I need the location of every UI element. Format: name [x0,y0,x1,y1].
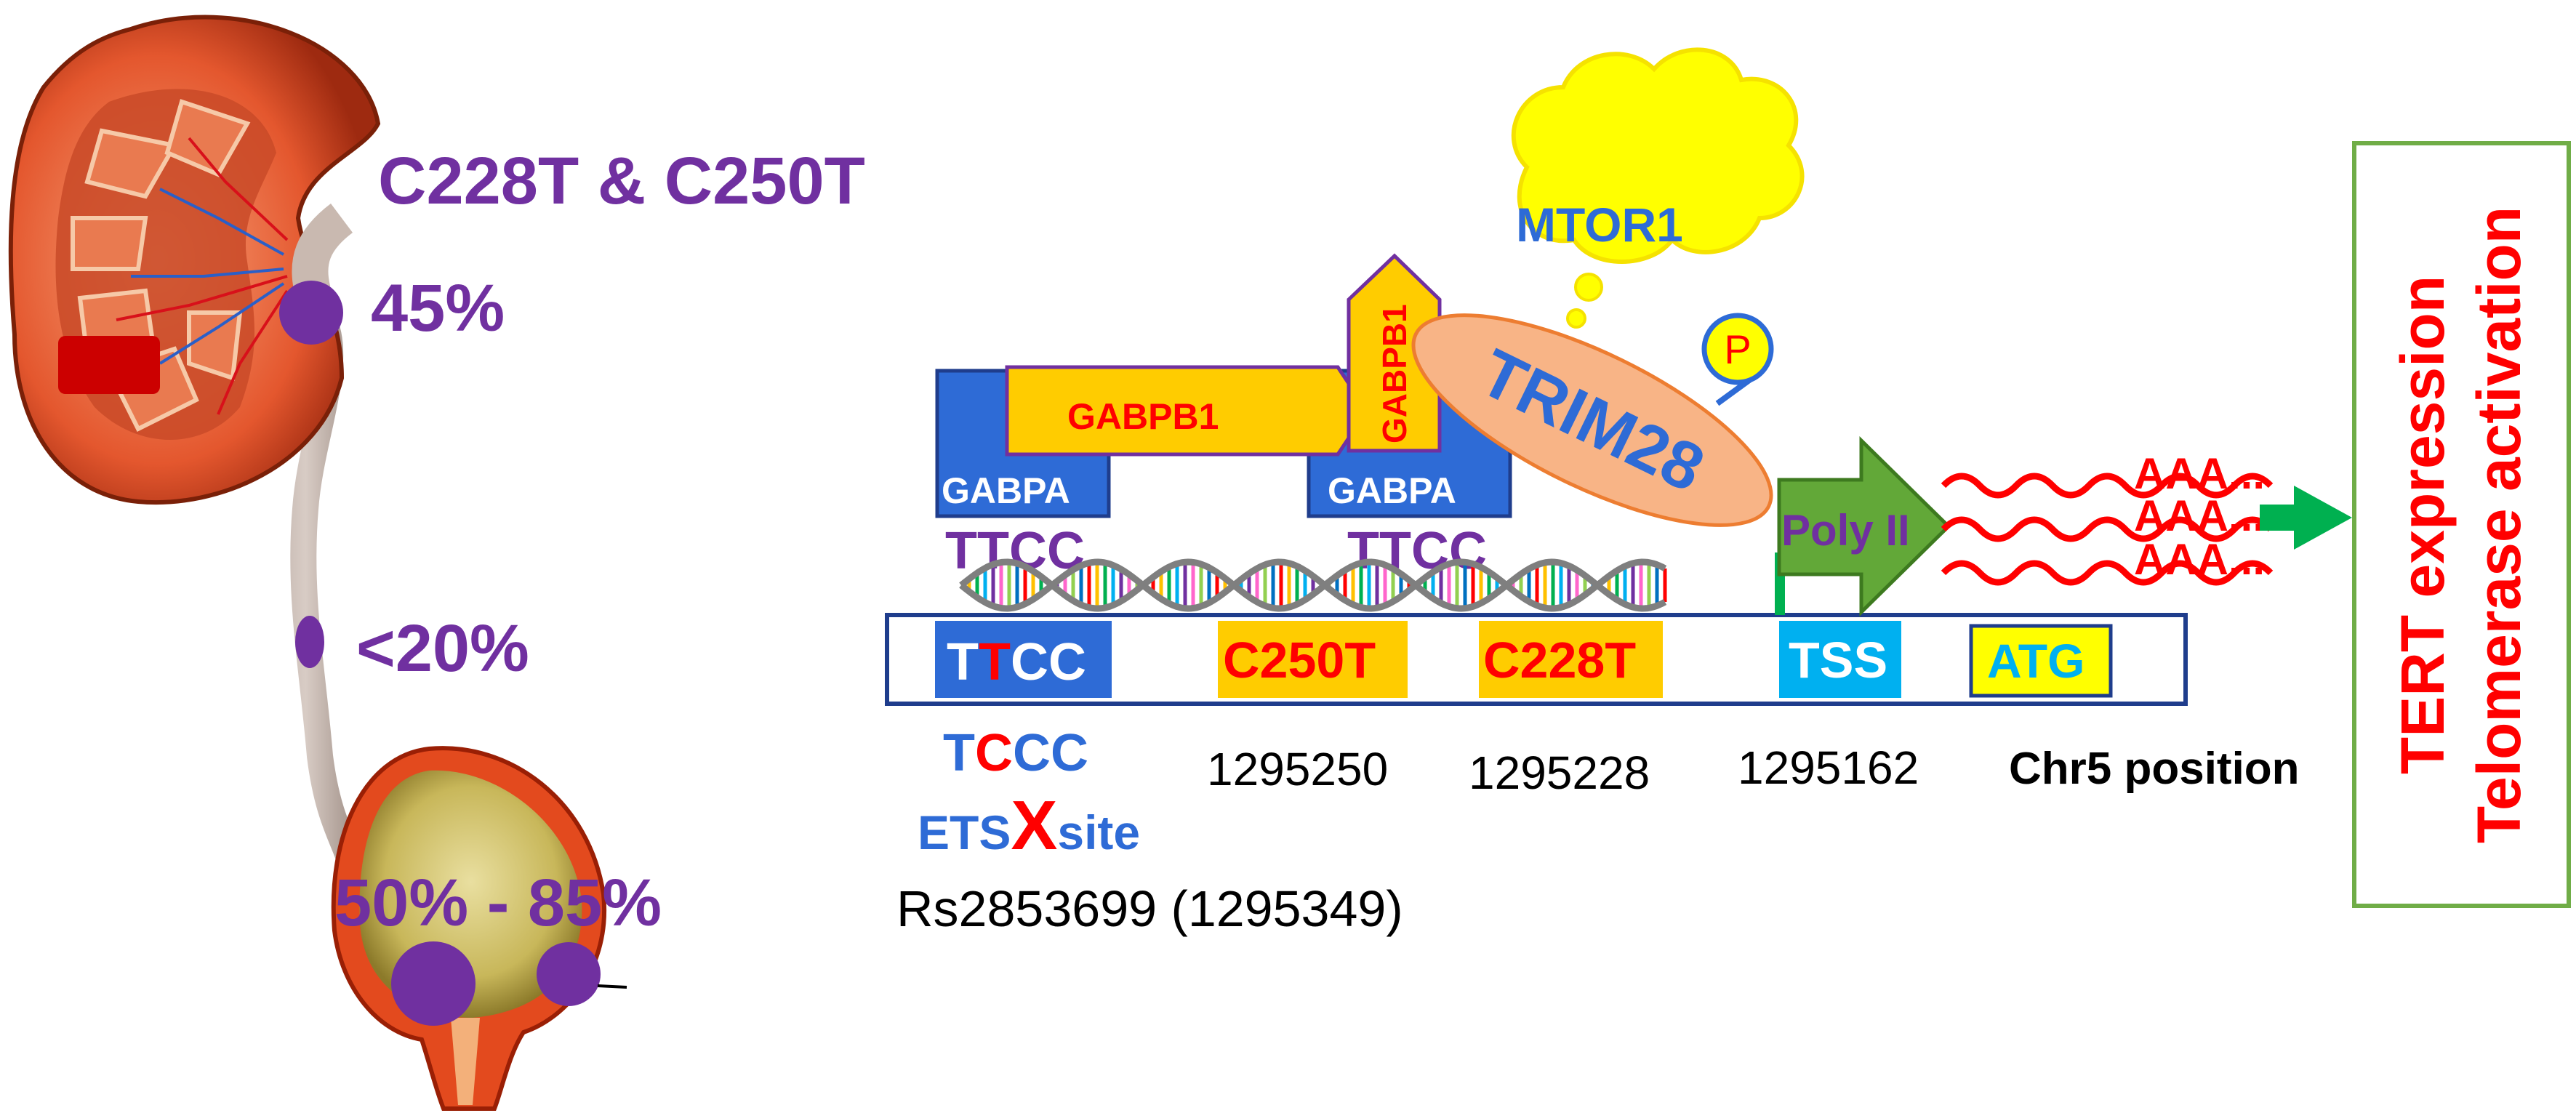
bladder-percentage: 50% - 85% [334,866,662,940]
chr5-position-label: Chr5 position [2009,744,2300,794]
dna-double-helix [959,558,1667,612]
rs-snp-label: Rs2853699 (1295349) [896,880,1403,937]
ureter-percentage: <20% [356,611,529,686]
kidney-marker-dot [279,281,343,345]
tss-label: TSS [1789,632,1887,688]
ets-site-label: ETSXsite [918,787,1140,864]
tumor-block [58,336,160,394]
urinary-tract-illustration [8,15,627,1111]
pol2-label: Poly II [1781,506,1910,555]
polya-tail-3: AAA... [2134,535,2265,584]
atg-label: ATG [1987,634,2085,688]
telomerase-activation-text: Telomerase activation [2465,206,2533,843]
kidney [8,15,381,505]
gabpb1-horizontal-arrow: GABPB1 [1005,365,1370,457]
position-tss: 1295162 [1738,742,1919,794]
c228t-label: C228T [1483,632,1636,688]
position-c228t: 1295228 [1469,747,1650,799]
tss-box [1779,621,1901,698]
snp-allele-tccc: TCCC [943,724,1088,782]
kidney-mutation-header: C228T & C250T [378,144,865,218]
bladder-marker-dot-small [537,942,601,1006]
phosphate-label: P [1724,326,1751,372]
bladder-marker-dot-large [391,941,476,1026]
gabpb1-vertical-label: GABPB1 [1376,304,1413,443]
dna-strand-1 [959,558,1667,612]
kidney-percentage: 45% [371,271,505,345]
mrna-transcripts: AAA... AAA... AAA... [1941,449,2274,586]
c228t-box [1479,621,1663,698]
c250t-box [1218,621,1408,698]
c250t-label: C250T [1223,632,1376,688]
tert-expression-text: TERT expression [2388,276,2457,774]
polya-tail-1: AAA... [2134,449,2265,498]
pol2-arrow: Poly II [1777,436,1951,616]
ttcc-mutant-text: TTCC [947,633,1086,691]
output-arrow [2260,486,2352,550]
gabpb1-vertical-arrow: GABPB1 [1347,253,1442,453]
dna-strand-2 [959,558,1667,612]
phosphate-marker: P [1701,313,1774,385]
ttcc-mutant-box [935,621,1112,698]
ureter-marker-dot [295,616,324,668]
ttcc-left-motif: TTCC [945,522,1085,580]
outcome-box: TERT expression Telomerase activation [2352,141,2571,908]
polya-tail-2: AAA... [2134,491,2265,540]
mtor1-cloud: MTOR1 [1511,47,1805,329]
gabpb1-horizontal-label: GABPB1 [1067,396,1219,437]
atg-box [1969,624,2113,698]
position-c250t: 1295250 [1207,743,1388,795]
gabpa-left-label: GABPA [942,470,1070,511]
gabpa-right-label: GABPA [1328,470,1456,511]
mtor1-label: MTOR1 [1516,198,1683,252]
